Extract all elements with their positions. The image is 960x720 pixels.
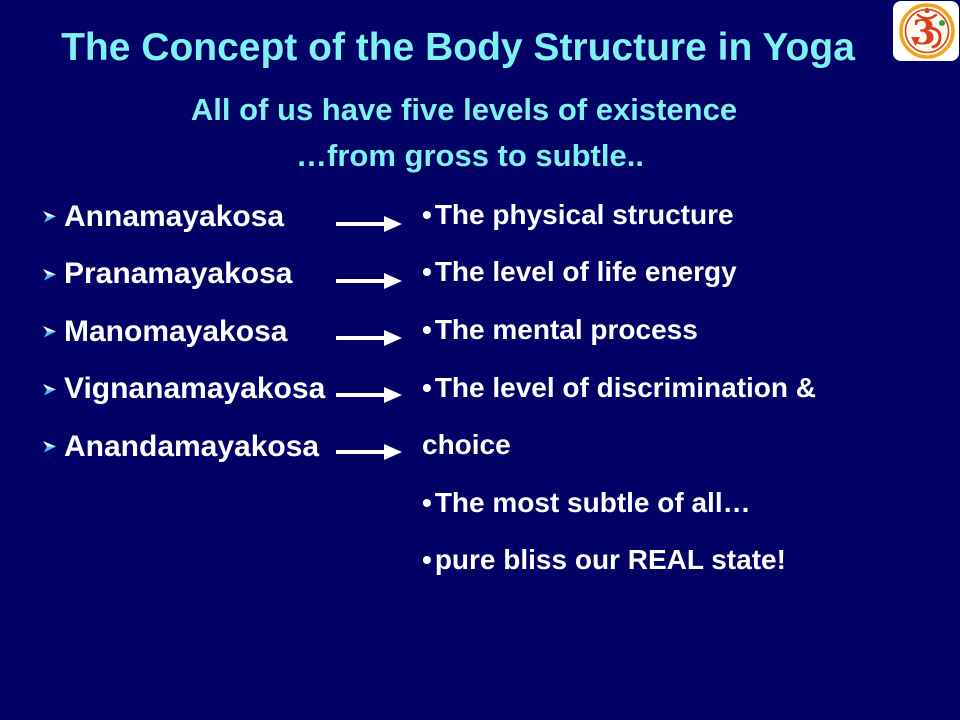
kosa-label: Vignanamayakosa	[64, 372, 326, 406]
page-title: The Concept of the Body Structure in Yog…	[61, 26, 855, 69]
list-item: Annamayakosa	[42, 188, 325, 246]
description-text: pure bliss our REAL state!	[434, 544, 786, 576]
list-item: • The level of discrimination &	[422, 359, 816, 417]
description-text: The level of life energy	[434, 256, 737, 288]
bullet-dot: •	[422, 313, 432, 345]
arrow-row	[334, 196, 404, 253]
list-item: • The mental process	[422, 301, 816, 359]
bullet-dot: •	[422, 256, 432, 288]
kosa-label: Pranamayakosa	[64, 257, 293, 291]
logo: 3	[893, 1, 959, 61]
svg-text:3: 3	[912, 13, 936, 53]
list-item-continuation: choice	[422, 416, 816, 474]
chevron-bullet-icon	[43, 211, 56, 223]
list-item: Manomayakosa	[42, 303, 325, 361]
chevron-bullet-icon	[43, 326, 56, 338]
arrow-row	[334, 253, 404, 310]
description-text: choice	[422, 429, 511, 461]
list-item: • pure bliss our REAL state!	[422, 532, 816, 590]
kosa-label: Annamayakosa	[64, 199, 285, 233]
list-item: Vignanamayakosa	[42, 361, 325, 419]
kosa-label: Anandamayakosa	[64, 429, 320, 463]
arrow-column	[334, 196, 404, 480]
chevron-bullet-icon	[43, 383, 56, 396]
description-text: The level of discrimination &	[434, 371, 816, 403]
right-arrow-icon	[336, 273, 402, 290]
description-list: • The physical structure • The level of …	[422, 186, 816, 589]
right-arrow-icon	[336, 329, 402, 346]
arrow-row	[334, 366, 404, 423]
kosa-list: Annamayakosa Pranamayakosa Manomayakosa …	[42, 188, 325, 476]
right-arrow-icon	[336, 443, 402, 460]
description-text: The most subtle of all…	[434, 486, 751, 518]
kosa-label: Manomayakosa	[64, 314, 288, 348]
description-text: The physical structure	[434, 198, 734, 230]
bullet-dot: •	[422, 486, 432, 518]
subtitle-line-2: …from gross to subtle..	[296, 138, 644, 173]
list-item: • The level of life energy	[422, 244, 816, 302]
right-arrow-icon	[336, 386, 402, 403]
bullet-dot: •	[422, 544, 432, 576]
chevron-bullet-icon	[43, 268, 56, 281]
arrow-row	[334, 310, 404, 367]
bullet-dot: •	[422, 371, 432, 403]
arrow-row	[334, 423, 404, 480]
description-text: The mental process	[434, 313, 698, 345]
list-item: Pranamayakosa	[42, 246, 325, 304]
subtitle-line-1: All of us have five levels of existence	[190, 92, 738, 127]
list-item: • The physical structure	[422, 186, 816, 244]
list-item: • The most subtle of all…	[422, 474, 816, 532]
bullet-dot: •	[422, 198, 432, 230]
chevron-bullet-icon	[43, 441, 56, 453]
right-arrow-icon	[336, 216, 402, 233]
om-emblem-icon: 3	[899, 3, 955, 59]
list-item: Anandamayakosa	[42, 418, 325, 476]
